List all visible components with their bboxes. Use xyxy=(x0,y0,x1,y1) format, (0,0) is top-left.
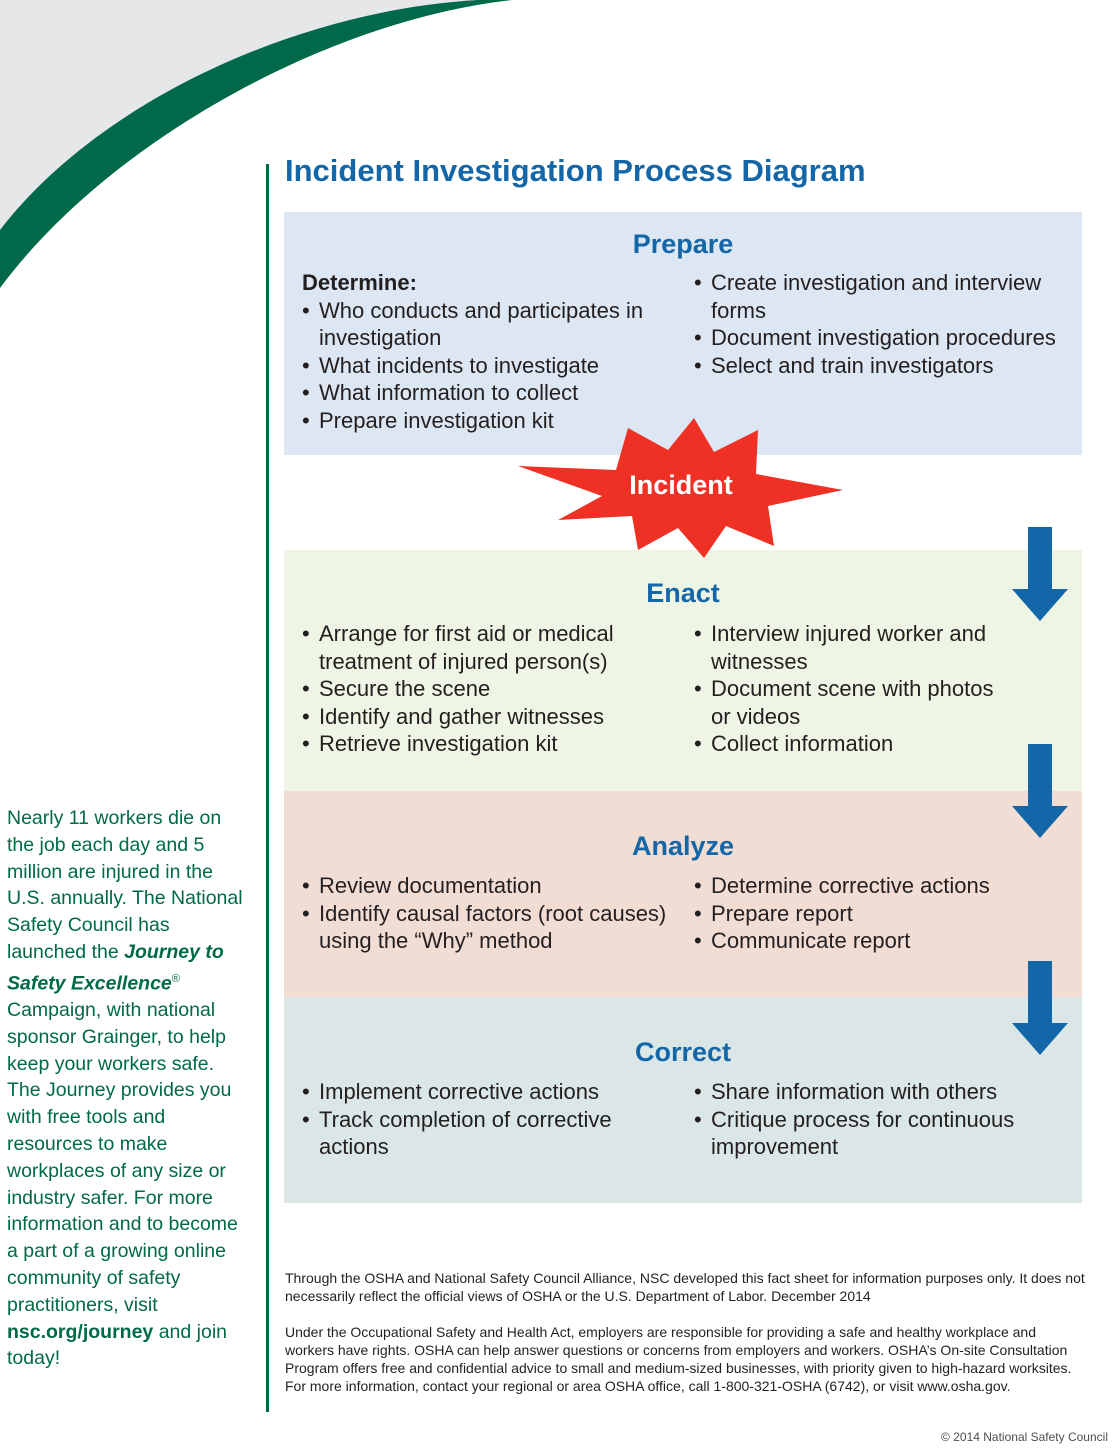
list-item: What incidents to investigate xyxy=(302,352,677,380)
list-item: Implement corrective actions xyxy=(302,1078,642,1106)
sidebar-text: Nearly 11 workers die on the job each da… xyxy=(7,805,252,1372)
sidebar-text-part: Campaign, with national sponsor Grainger… xyxy=(7,999,238,1316)
list-item: Secure the scene xyxy=(302,675,677,703)
analyze-left-column: Review documentation Identify causal fac… xyxy=(302,872,677,955)
list-item: Collect information xyxy=(694,730,994,758)
analyze-right-column: Determine corrective actions Prepare rep… xyxy=(694,872,1079,955)
vertical-divider xyxy=(266,164,269,1412)
analyze-panel: Analyze Review documentation Identify ca… xyxy=(284,791,1082,997)
corner-swoosh-graphic xyxy=(0,0,512,288)
prepare-panel: Prepare Determine: Who conducts and part… xyxy=(284,212,1082,455)
incident-burst-shape xyxy=(518,418,843,558)
correct-panel: Correct Implement corrective actions Tra… xyxy=(284,997,1082,1203)
prepare-title: Prepare xyxy=(632,229,734,259)
footer-osha-info: Under the Occupational Safety and Health… xyxy=(285,1324,1072,1394)
list-item: Identify and gather witnesses xyxy=(302,703,677,731)
list-item: Select and train investigators xyxy=(694,352,1079,380)
correct-left-column: Implement corrective actions Track compl… xyxy=(302,1078,642,1161)
prepare-left-column: Determine: Who conducts and participates… xyxy=(302,269,677,434)
list-item: Identify causal factors (root causes) us… xyxy=(302,900,677,955)
incident-label: Incident xyxy=(629,470,733,500)
list-item: Prepare report xyxy=(694,900,1079,928)
sidebar-text-part: and join today! xyxy=(7,1320,228,1370)
list-item: Document scene with photos or videos xyxy=(694,675,994,730)
list-item: Interview injured worker and witnesses xyxy=(694,620,994,675)
enact-right-column: Interview injured worker and witnesses D… xyxy=(694,620,994,758)
arrow-down-icon xyxy=(1012,527,1068,621)
copyright: © 2014 National Safety Council xyxy=(941,1430,1108,1444)
list-item: What information to collect xyxy=(302,379,677,407)
list-item: Share information with others xyxy=(694,1078,1034,1106)
prepare-right-column: Create investigation and interview forms… xyxy=(694,269,1079,379)
list-item: Arrange for first aid or medical treatme… xyxy=(302,620,677,675)
campaign-name: Journey to Safety Excellence xyxy=(7,940,224,995)
enact-title: Enact xyxy=(646,578,720,608)
correct-right-column: Share information with others Critique p… xyxy=(694,1078,1034,1161)
arrow-down-icon xyxy=(1012,744,1068,838)
list-item: Retrieve investigation kit xyxy=(302,730,677,758)
list-item: Review documentation xyxy=(302,872,677,900)
correct-title: Correct xyxy=(634,1037,732,1067)
list-item: Create investigation and interview forms xyxy=(694,269,1079,324)
footer-disclaimer: Through the OSHA and National Safety Cou… xyxy=(285,1270,1085,1304)
list-item: Prepare investigation kit xyxy=(302,407,677,435)
analyze-title: Analyze xyxy=(631,831,735,861)
enact-left-column: Arrange for first aid or medical treatme… xyxy=(302,620,677,758)
determine-label: Determine: xyxy=(302,270,417,295)
list-item: Critique process for continuous improvem… xyxy=(694,1106,1034,1161)
list-item: Track completion of corrective actions xyxy=(302,1106,642,1161)
list-item: Document investigation procedures xyxy=(694,324,1079,352)
sidebar-text-part: Nearly 11 workers die on the job each da… xyxy=(7,807,243,963)
registered-mark: ® xyxy=(171,972,180,985)
list-item: Communicate report xyxy=(694,927,1079,955)
enact-panel: Enact Arrange for first aid or medical t… xyxy=(284,550,1082,791)
list-item: Determine corrective actions xyxy=(694,872,1079,900)
arrow-down-icon xyxy=(1012,961,1068,1055)
page-title: Incident Investigation Process Diagram xyxy=(285,153,866,188)
journey-link[interactable]: nsc.org/journey xyxy=(7,1320,154,1343)
list-item: Who conducts and participates in investi… xyxy=(302,297,677,352)
